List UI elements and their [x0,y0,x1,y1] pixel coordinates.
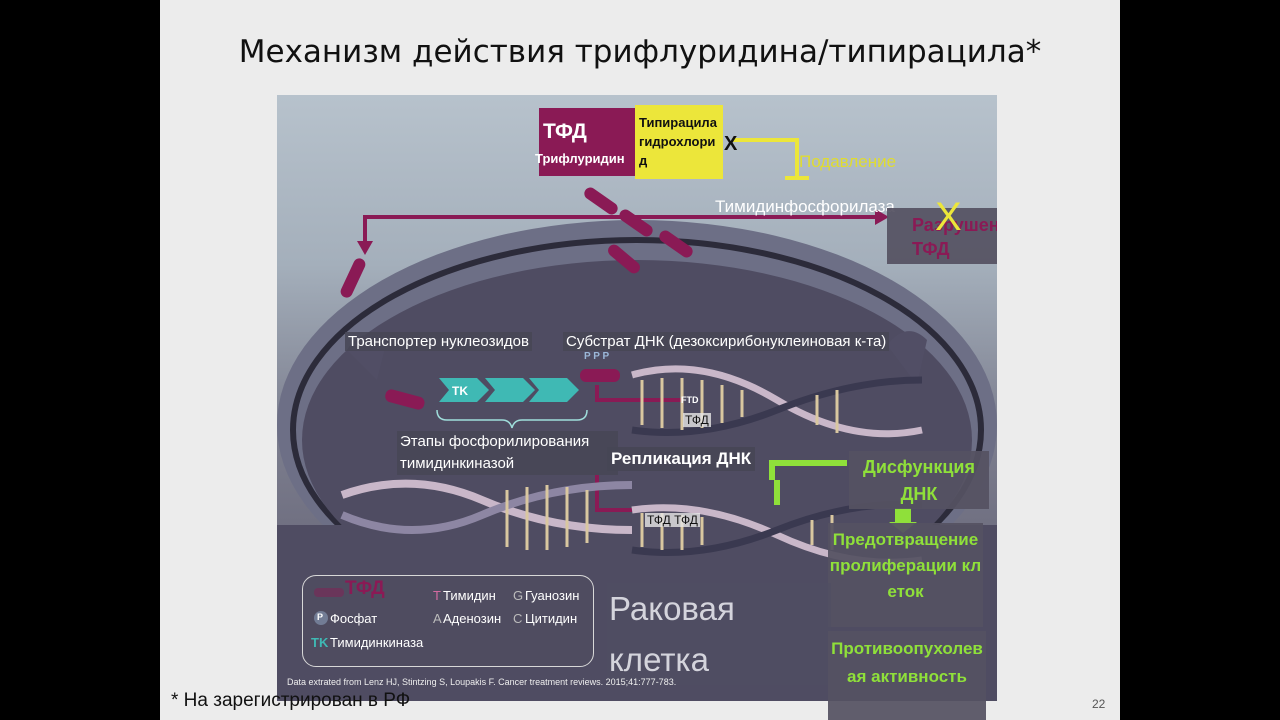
legend-thymidine-kinase: Тимидинкиназа [330,635,424,650]
tfd-molecule [340,258,366,298]
slide-title: Механизм действия трифлуридина/типирацил… [238,34,1042,70]
dna-dysfunction-label: Дисфункция ДНК [863,457,975,504]
dysfunction-arrow [769,460,847,480]
tk-label: TK [452,384,468,398]
tfd-arrow-right [875,209,889,225]
tk-arrow [485,378,535,402]
tfd-molecule [659,230,693,258]
tfd-box: ТФД Трифлуридин [535,108,635,176]
tfd-box-sub: Трифлуридин [535,151,625,166]
tk-arrow [529,378,579,402]
legend-tfd: ТФД [345,578,385,599]
tfd-small-1: ТФД [683,413,711,427]
tk-brace [436,409,588,429]
destruction-label-line: Разрушение ТФД [912,213,997,261]
legend-cytidine: Цитидин [525,611,578,626]
tipiracil-label: Типирацила гидрохлорид [639,115,717,168]
legend [302,575,594,667]
tfd-arrow-down [357,241,373,255]
destruction-x-mark: X [935,195,962,239]
suppression-label: Подавление [799,152,897,171]
reference-text: Data extrated from Lenz HJ, Stintzing S,… [287,677,677,687]
thymidine-phosphorylase-label: Тимидинфосфорилаза [715,197,895,216]
tfd-molecule [584,187,618,215]
tfd-molecule [580,369,620,382]
ppp-label: P P P [584,351,610,362]
tfd-box-title: ТФД [543,120,587,143]
phosphorylation-label: Этапы фосфорилирования тимидинкиназой [397,431,618,475]
footnote: * На зарегистрирован в РФ [171,690,411,711]
destruction-label: Разрушение ТФД [912,215,997,259]
x-mark: X [724,133,738,155]
mechanism-figure: ТФД Трифлуридин Типирацила гидрохлорид X… [277,95,997,701]
tfd-arrow-line [363,215,877,243]
dna-helix-upper [631,365,923,438]
tfd-small-2: ТФД ТФД [645,513,700,527]
tfd-molecule [608,244,640,274]
tk-arrow [439,378,489,402]
legend-g-letter: G [513,588,524,603]
tipiracil-box: Типирацила гидрохлорид [635,105,723,179]
legend-c-letter: C [513,611,523,626]
legend-t-letter: T [433,588,441,603]
legend-adenosine: Аденозин [443,611,502,626]
dysfunction-box: Дисфункция ДНК [849,451,989,509]
legend-guanosine: Гуанозин [525,588,580,603]
tfd-molecule [619,209,653,237]
cancer-cell-label: Раковая клетка [607,583,831,685]
legend-phosphate: Фосфат [330,611,378,626]
tfd-molecule [385,389,425,410]
suppression-line [732,138,799,178]
transporter-right [887,331,927,385]
replication-arrow [595,385,682,402]
prevention-box: Предотвращение пролиферации клеток [828,523,983,627]
transporter-label: Транспортер нуклеозидов [345,332,532,351]
legend-a-letter: A [433,611,442,626]
green-down-arrow [895,508,911,522]
dna-helix-left [340,479,633,550]
prevention-label: Предотвращение пролиферации клеток [829,530,982,601]
page-number: 22 [1092,697,1106,711]
dna-replication-label: Репликация ДНК [607,447,756,471]
antitumor-label: Противоопухолевая активность [831,639,983,686]
slide: Механизм действия трифлуридина/типирацил… [160,0,1120,720]
substrate-label: Субстрат ДНК (дезоксирибонуклеиновая к-т… [563,332,890,351]
legend-tk-letter: TK [311,635,329,650]
legend-thymidine: Тимидин [443,588,496,603]
ftd-label: FTD [681,395,699,405]
destruction-box: Разрушение ТФД [887,208,997,264]
legend-p-letter: P [317,612,324,622]
antitumor-box: Противоопухолевая активность [828,631,986,720]
